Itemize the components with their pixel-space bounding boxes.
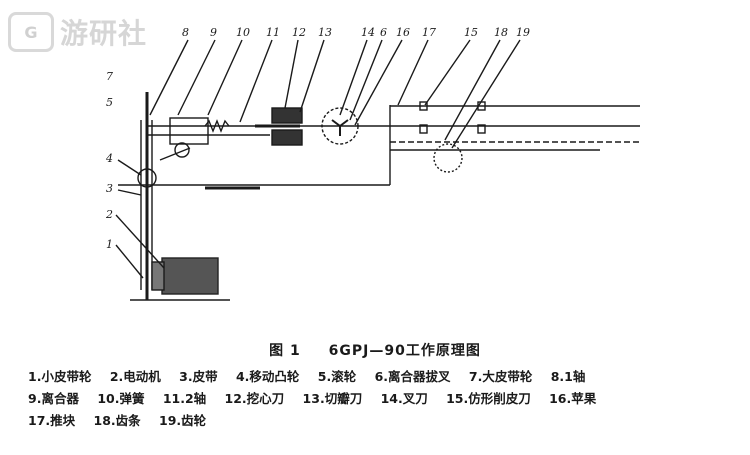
leader-18 (444, 39, 501, 141)
legend: 1.小皮带轮 2.电动机 3.皮带 4.移动凸轮 5.滚轮 6.离合器拔叉 7.… (28, 366, 740, 432)
leader-3 (117, 189, 142, 196)
legend-item: 19.齿轮 (159, 413, 207, 428)
callout-1: 1 (106, 238, 113, 251)
leader-17 (397, 39, 429, 106)
legend-item: 18.齿条 (93, 413, 141, 428)
leader-1 (115, 244, 144, 279)
callout-11: 11 (266, 26, 280, 39)
gear (433, 143, 463, 173)
legend-item: 3.皮带 (179, 369, 218, 384)
legend-item: 12.挖心刀 (224, 391, 285, 406)
callout-4: 4 (105, 152, 113, 165)
callout-16: 16 (396, 26, 410, 39)
callout-3: 3 (106, 182, 113, 195)
apple (321, 107, 359, 145)
spring (204, 119, 230, 133)
legend-row: 17.推块 18.齿条 19.齿轮 (28, 410, 740, 432)
legend-row: 1.小皮带轮 2.电动机 3.皮带 4.移动凸轮 5.滚轮 6.离合器拔叉 7.… (28, 366, 740, 388)
leader-10 (207, 39, 243, 116)
gamepad-logo-icon: G (8, 12, 54, 52)
legend-item: 7.大皮带轮 (468, 369, 533, 384)
callout-13: 13 (318, 26, 332, 39)
legend-item: 15.仿形削皮刀 (446, 391, 531, 406)
watermark: G 游研社 (8, 12, 147, 52)
callout-2: 2 (105, 208, 113, 221)
leader-14 (339, 39, 368, 116)
callout-17: 17 (422, 26, 436, 39)
leader-15 (424, 39, 471, 106)
clutch-block (169, 117, 209, 145)
callout-6: 6 (380, 26, 387, 39)
legend-item: 14.叉刀 (380, 391, 428, 406)
legend-item: 2.电动机 (109, 369, 161, 384)
watermark-text: 游研社 (60, 17, 148, 50)
legend-item: 4.移动凸轮 (235, 369, 300, 384)
fork-link (159, 147, 191, 161)
pusher-d (477, 124, 486, 134)
figure-number: 图 1 (269, 343, 301, 359)
fork-knife (331, 119, 349, 136)
leader-4 (117, 159, 142, 176)
callout-18: 18 (494, 26, 508, 39)
callout-8: 8 (182, 26, 189, 39)
pusher-c (419, 124, 428, 134)
leader-8 (149, 39, 189, 116)
leader-11 (239, 39, 273, 123)
legend-item: 6.离合器拔叉 (374, 369, 451, 384)
core-knife-bottom (271, 129, 303, 146)
leader-2 (115, 214, 165, 269)
pusher-a (419, 101, 428, 111)
legend-row: 9.离合器 10.弹簧 11.2轴 12.挖心刀 13.切瓣刀 14.叉刀 15… (28, 388, 740, 410)
legend-item: 1.小皮带轮 (28, 369, 92, 384)
callout-7: 7 (106, 70, 113, 83)
motor (161, 257, 219, 295)
figure-title: 6GPJ—90工作原理图 (328, 343, 481, 359)
core-knife-top (271, 107, 303, 124)
legend-item: 16.苹果 (549, 391, 597, 406)
legend-item: 11.2轴 (162, 391, 207, 406)
callout-12: 12 (292, 26, 306, 39)
cam (174, 142, 190, 158)
leader-16 (354, 39, 403, 126)
leader-12 (284, 39, 299, 109)
callout-14: 14 (361, 26, 375, 39)
leader-9 (177, 39, 216, 116)
legend-item: 8.1轴 (550, 369, 586, 384)
legend-item: 10.弹簧 (97, 391, 145, 406)
figure-caption: 图 1 6GPJ—90工作原理图 (0, 340, 750, 360)
leader-6 (349, 39, 383, 121)
legend-item: 17.推块 (28, 413, 76, 428)
legend-item: 5.滚轮 (317, 369, 357, 384)
leader-13 (299, 39, 325, 113)
callout-15: 15 (464, 26, 478, 39)
callout-19: 19 (516, 26, 530, 39)
legend-item: 9.离合器 (28, 391, 79, 406)
roller (137, 168, 157, 188)
callout-5: 5 (106, 96, 113, 109)
callout-10: 10 (236, 26, 250, 39)
callout-9: 9 (210, 26, 217, 39)
leader-19 (451, 39, 521, 149)
legend-item: 13.切瓣刀 (302, 391, 363, 406)
